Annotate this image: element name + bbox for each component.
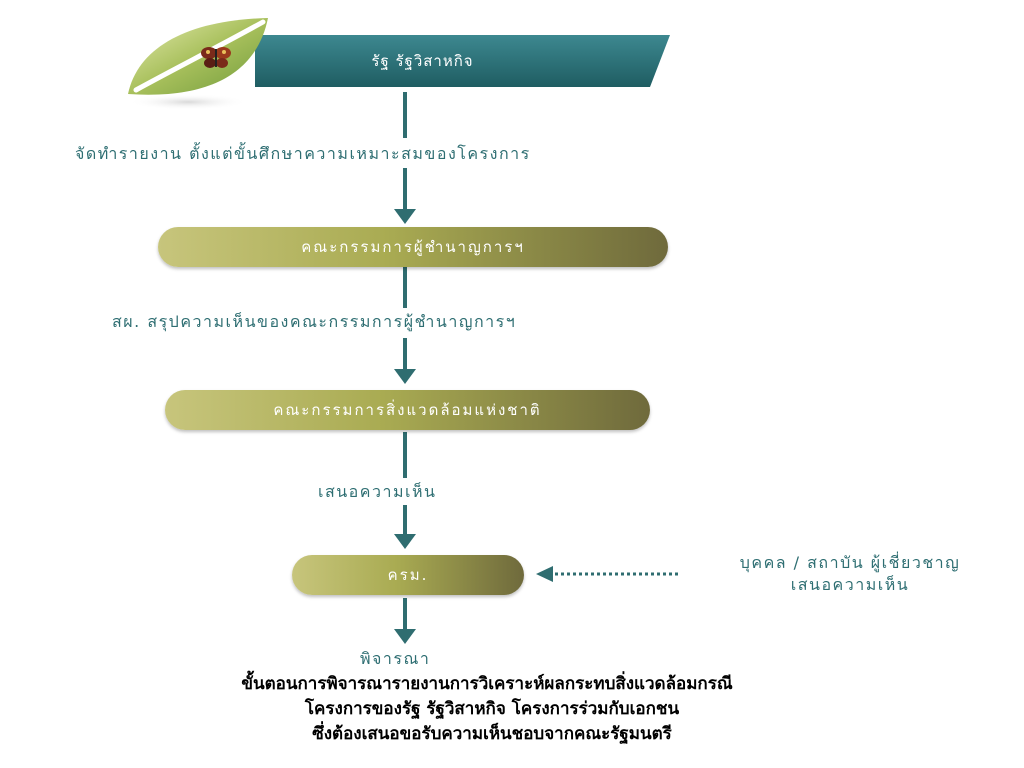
box-national-env-board: คณะกรรมการสิ่งแวดล้อมแห่งชาติ xyxy=(165,390,650,430)
side-note-line1: บุคคล / สถาบัน ผู้เชี่ยวชาญ xyxy=(739,553,961,572)
caption-line3: ซึ่งต้องเสนอขอรับความเห็นชอบจากคณะรัฐมนต… xyxy=(312,724,672,744)
side-note-line2: เสนอความเห็น xyxy=(790,575,910,594)
butterfly-icon xyxy=(201,47,231,68)
diagram-caption: ขั้นตอนการพิจารณารายงานการวิเคราะห์ผลกระ… xyxy=(0,672,1024,747)
header-title: รัฐ รัฐวิสาหกิจ xyxy=(371,52,474,70)
arrow-header-to-panel xyxy=(394,92,416,224)
header-banner xyxy=(255,35,670,87)
box-cabinet: ครม. xyxy=(292,555,524,595)
leaf-icon xyxy=(128,18,268,110)
box-expert-committee: คณะกรรมการผู้ชำนาญการฯ xyxy=(158,227,668,267)
caption-line2: โครงการของรัฐ รัฐวิสาหกิจ โครงการร่วมกับ… xyxy=(304,699,680,719)
arrow-panel-to-nec xyxy=(394,266,416,384)
step-label-propose-opinion: เสนอความเห็น xyxy=(318,482,437,501)
arrow-nec-to-cabinet xyxy=(394,432,416,549)
step-label-onep-summary: สผ. สรุปความเห็นของคณะกรรมการผู้ชำนาญการ… xyxy=(112,312,517,331)
step-label-prepare-report: จัดทำรายงาน ตั้งแต่ขั้นศึกษาความเหมาะสมข… xyxy=(75,144,531,163)
step-label-consider: พิจารณา xyxy=(360,649,431,668)
arrow-expert-dotted xyxy=(536,566,678,582)
side-note-experts: บุคคล / สถาบัน ผู้เชี่ยวชาญ เสนอความเห็น xyxy=(690,552,1010,596)
caption-line1: ขั้นตอนการพิจารณารายงานการวิเคราะห์ผลกระ… xyxy=(241,674,733,694)
arrow-cabinet-to-consider xyxy=(394,598,416,644)
